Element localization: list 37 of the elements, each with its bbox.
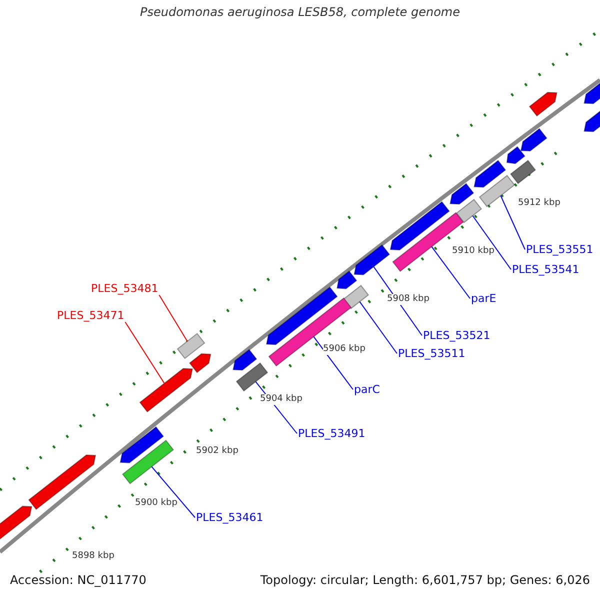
leader-line <box>151 466 196 518</box>
map-title: Pseudomonas aeruginosa LESB58, complete genome <box>140 6 460 19</box>
leader-line <box>472 215 512 270</box>
leader-line <box>359 301 398 354</box>
genome-summary: Topology: circular; Length: 6,601,757 bp; Genes: 6,026 <box>260 574 590 587</box>
gene-label: PLES_53471 <box>57 309 124 322</box>
gene-label: PLES_53481 <box>91 282 158 295</box>
gene-block <box>342 284 370 310</box>
gene-block <box>354 244 390 276</box>
leader-line <box>158 294 188 342</box>
scale-label: 5908 kbp <box>387 294 430 305</box>
leader-line <box>313 336 354 390</box>
gene-label: PLES_53521 <box>423 329 490 342</box>
scale-label: 5904 kbp <box>260 394 302 405</box>
gene-label: PLES_53551 <box>526 243 594 256</box>
scale-label: 5912 kbp <box>518 198 560 209</box>
gene-block <box>139 368 194 413</box>
leader-line <box>124 322 165 384</box>
leader-line <box>500 195 526 250</box>
gene-block <box>478 174 516 208</box>
accession-note: Accession: NC_011770 <box>10 574 146 587</box>
scale-label: 5900 kbp <box>135 498 178 509</box>
scale-label: 5902 kbp <box>196 446 238 457</box>
gene-block <box>176 332 206 360</box>
gene-label: PLES_53541 <box>512 263 580 276</box>
gene-block <box>122 440 174 484</box>
gene-label: PLES_53461 <box>196 511 264 524</box>
gene-block <box>456 198 482 224</box>
gene-label: parC <box>354 383 380 396</box>
scale-label: 5910 kbp <box>452 246 494 257</box>
gene-label: PLES_53491 <box>298 427 366 440</box>
scale-label: 5906 kbp <box>323 344 366 355</box>
scale-label: 5898 kbp <box>72 551 114 562</box>
leader-line <box>431 246 470 299</box>
gene-label: PLES_53511 <box>398 347 466 360</box>
gene-label: parE <box>471 292 496 305</box>
gene-block <box>236 362 268 392</box>
